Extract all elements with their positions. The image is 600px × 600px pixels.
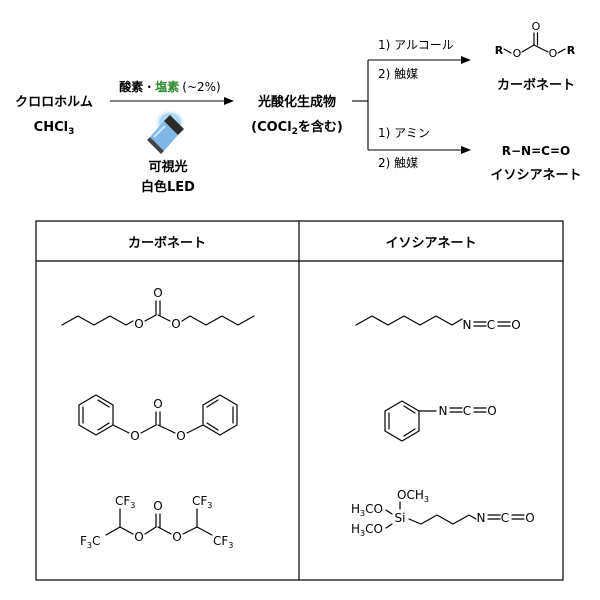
h3co-label-bottom: H3CO bbox=[351, 522, 383, 538]
reagents-label: 酸素・塩素(~2%) bbox=[119, 79, 221, 94]
svg-text:C: C bbox=[501, 511, 509, 525]
svg-text:O: O bbox=[130, 429, 139, 443]
led-label: 白色LED bbox=[141, 179, 195, 195]
svg-text:O: O bbox=[176, 429, 185, 443]
step-amine: 1) アミン bbox=[378, 126, 430, 140]
trimethoxysilylpropyl-isocyanate-structure: OCH3 H3CO Si H3CO N C O bbox=[351, 488, 535, 538]
dibutyl-carbonate-structure: O O O bbox=[61, 286, 255, 331]
svg-text:O: O bbox=[172, 530, 181, 544]
diphenyl-carbonate-structure: O O O bbox=[78, 394, 238, 443]
start-material-formula: CHCl3 bbox=[34, 120, 75, 137]
cf3-label: CF3 bbox=[115, 494, 135, 510]
svg-text:R: R bbox=[567, 44, 576, 57]
svg-text:O: O bbox=[525, 511, 534, 525]
svg-text:N: N bbox=[463, 318, 472, 332]
svg-text:O: O bbox=[153, 397, 162, 411]
svg-text:O: O bbox=[513, 47, 522, 60]
svg-text:N: N bbox=[477, 511, 486, 525]
svg-text:C: C bbox=[487, 318, 495, 332]
svg-text:O: O bbox=[532, 20, 541, 33]
cf3-label-bottom: CF3 bbox=[213, 534, 233, 550]
svg-text:O: O bbox=[487, 404, 496, 418]
svg-text:O: O bbox=[549, 47, 558, 60]
svg-text:R: R bbox=[495, 44, 504, 57]
phenyl-isocyanate-structure: N C O bbox=[384, 400, 497, 442]
f3c-label: F3C bbox=[80, 534, 100, 550]
cf3-label-right: CF3 bbox=[192, 494, 212, 510]
flashlight-icon bbox=[147, 109, 186, 154]
och3-label: OCH3 bbox=[397, 488, 429, 504]
intermediate-formula: (COCl2を含む) bbox=[251, 119, 343, 137]
generic-isocyanate-structure: R−N=C=O bbox=[502, 144, 570, 158]
svg-text:N: N bbox=[439, 404, 448, 418]
visible-light-label: 可視光 bbox=[148, 159, 187, 175]
svg-text:O: O bbox=[153, 499, 162, 513]
si-atom: Si bbox=[395, 511, 406, 525]
svg-text:O: O bbox=[134, 530, 143, 544]
svg-text:O: O bbox=[134, 317, 143, 331]
product-carbonate-label: カーボネート bbox=[497, 77, 575, 93]
hexyl-isocyanate-structure: N C O bbox=[355, 315, 521, 332]
start-material-name: クロロホルム bbox=[15, 95, 93, 110]
svg-text:O: O bbox=[511, 318, 520, 332]
step-alcohol: 1) アルコール bbox=[378, 38, 454, 52]
generic-carbonate-structure: R O O O R bbox=[495, 20, 576, 60]
svg-text:O: O bbox=[171, 317, 180, 331]
examples-table bbox=[35, 220, 564, 581]
product-isocyanate-label: イソシアネート bbox=[490, 168, 581, 183]
hexafluoroisopropyl-carbonate-structure: CF3 F3C O O O CF3 CF3 bbox=[80, 494, 233, 550]
table-header-isocyanate: イソシアネート bbox=[385, 236, 476, 251]
table-header-carbonate: カーボネート bbox=[128, 235, 206, 251]
svg-text:O: O bbox=[153, 286, 162, 300]
svg-text:C: C bbox=[463, 404, 471, 418]
branch-arrows bbox=[352, 56, 471, 154]
step-catalyst-top: 2) 触媒 bbox=[378, 67, 418, 81]
h3co-label-top: H3CO bbox=[351, 502, 383, 518]
step-catalyst-bottom: 2) 触媒 bbox=[378, 156, 418, 170]
intermediate-name: 光酸化生成物 bbox=[257, 94, 336, 110]
